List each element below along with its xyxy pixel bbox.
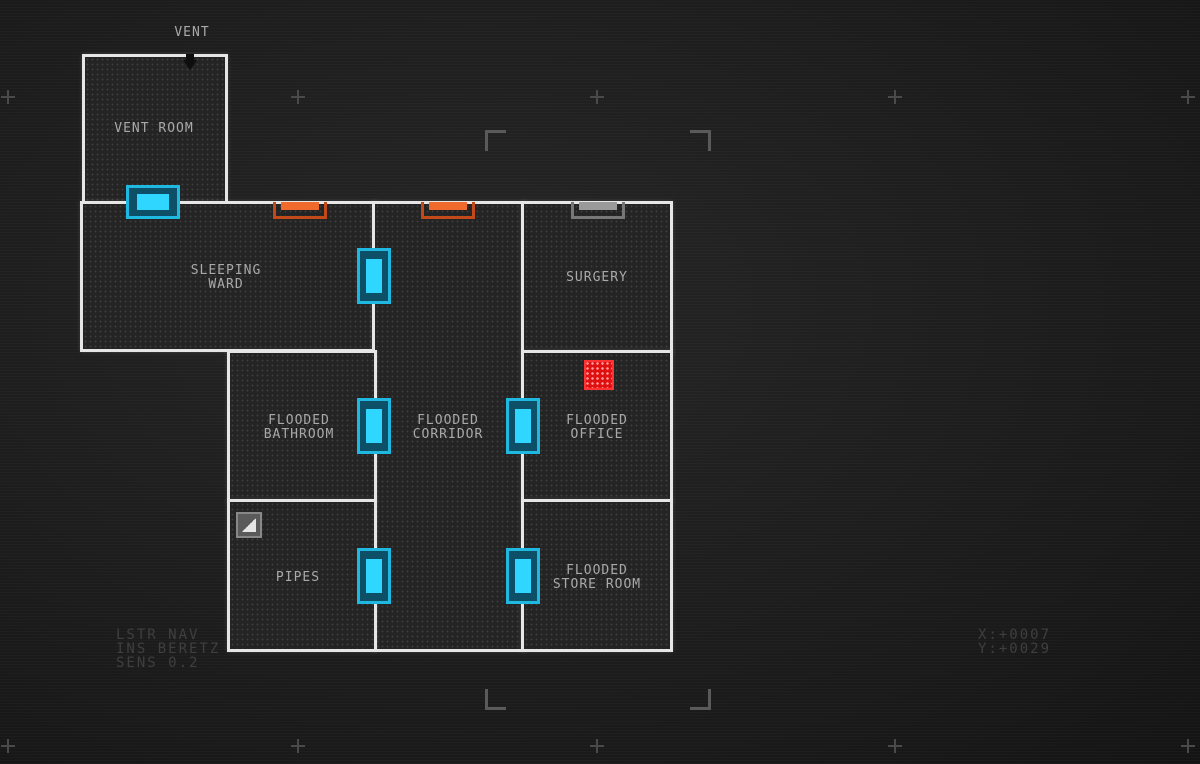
frame-bracket-bottom-left bbox=[485, 689, 506, 710]
room-label-flooded-office: FLOODED OFFICE bbox=[566, 413, 628, 442]
room-label-surgery: SURGERY bbox=[566, 270, 628, 285]
door-sleeping-ward-to-corridor[interactable] bbox=[357, 248, 391, 304]
frame-bracket-top-left bbox=[485, 130, 506, 151]
grid-alert-icon[interactable] bbox=[584, 360, 614, 390]
crosshair-marker-icon bbox=[888, 90, 902, 104]
door-corridor-locked[interactable] bbox=[421, 202, 475, 219]
room-label-flooded-store-room: FLOODED STORE ROOM bbox=[552, 563, 642, 592]
crosshair-marker-icon bbox=[1181, 739, 1195, 753]
door-sleeping-ward-locked[interactable] bbox=[273, 202, 327, 219]
crosshair-marker-icon bbox=[888, 739, 902, 753]
door-surgery-inactive[interactable] bbox=[571, 202, 625, 219]
room-label-pipes: PIPES bbox=[275, 570, 321, 585]
crosshair-marker-icon bbox=[590, 739, 604, 753]
crosshair-marker-icon bbox=[291, 739, 305, 753]
room-label-sleeping-ward: SLEEPING WARD bbox=[190, 263, 262, 292]
status-readout: LSTR NAV INS BERETZ SENS 0.2 bbox=[116, 627, 221, 671]
room-label-flooded-corridor: FLOODED CORRIDOR bbox=[412, 413, 484, 442]
crosshair-marker-icon bbox=[1, 90, 15, 104]
crosshair-marker-icon bbox=[291, 90, 305, 104]
frame-bracket-top-right bbox=[690, 130, 711, 151]
room-label-flooded-bathroom: FLOODED BATHROOM bbox=[263, 413, 335, 442]
door-corridor-to-office[interactable] bbox=[506, 398, 540, 454]
vent-marker-icon[interactable] bbox=[183, 54, 197, 70]
door-pipes-to-corridor[interactable] bbox=[357, 548, 391, 604]
stairs-icon[interactable] bbox=[236, 512, 262, 538]
vent-label: VENT bbox=[174, 25, 210, 40]
door-vent-room-to-sleeping-ward[interactable] bbox=[126, 185, 180, 219]
room-flooded-store-room[interactable] bbox=[521, 499, 673, 652]
room-vent-room[interactable] bbox=[82, 54, 228, 206]
door-bathroom-to-corridor[interactable] bbox=[357, 398, 391, 454]
coordinate-readout: X:+0007 Y:+0029 bbox=[978, 627, 1052, 657]
room-label-vent-room: VENT ROOM bbox=[114, 121, 194, 136]
room-flooded-bathroom[interactable] bbox=[227, 350, 377, 503]
crosshair-marker-icon bbox=[1181, 90, 1195, 104]
frame-bracket-bottom-right bbox=[690, 689, 711, 710]
door-corridor-to-store-room[interactable] bbox=[506, 548, 540, 604]
crosshair-marker-icon bbox=[1, 739, 15, 753]
crosshair-marker-icon bbox=[590, 90, 604, 104]
